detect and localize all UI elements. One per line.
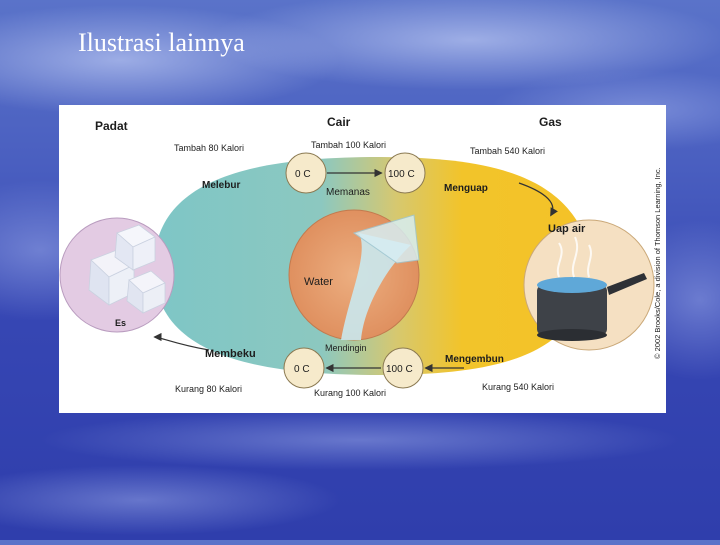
temp-circle-0c-top [285,152,327,194]
label-vapor: Uap air [548,223,586,235]
pot-illustration [537,236,647,341]
process-melt: Melebur [202,180,240,191]
label-add-boil: Tambah 540 Kalori [470,146,545,156]
process-heat: Memanas [326,187,370,198]
temp-100c-bottom: 100 C [386,364,413,375]
label-sub-condense: Kurang 540 Kalori [482,382,554,392]
label-ice: Es [115,318,126,328]
temp-100c-top: 100 C [388,169,415,180]
arc-arrow-top-right [518,182,558,217]
label-sub-cool: Kurang 100 Kalori [314,388,386,398]
copyright-text: © 2002 Brooks/Cole, a division of Thomso… [653,167,662,359]
state-solid: Padat [95,119,128,133]
label-sub-freeze: Kurang 80 Kalori [175,384,242,394]
state-liquid: Cair [327,115,351,129]
arc-arrow-bottom-left [153,332,210,351]
temp-circle-0c-bottom [283,347,325,389]
phase-change-diagram: Padat Cair Gas Tambah 80 Kalori Tambah 1… [59,105,666,413]
label-add-melt: Tambah 80 Kalori [174,143,244,153]
temp-0c-top: 0 C [295,169,311,180]
temp-circle-100c-bottom [382,347,424,389]
process-evaporate: Menguap [444,183,488,194]
process-condense: Mengembun [445,354,504,365]
label-water: Water [304,276,333,288]
process-freeze: Membeku [205,348,256,360]
process-cool: Mendingin [325,343,367,353]
state-gas: Gas [539,115,562,129]
label-add-heat: Tambah 100 Kalori [311,140,386,150]
ice-cubes-illustration [88,224,166,314]
temp-0c-bottom: 0 C [294,364,310,375]
temp-circle-100c-top [384,152,426,194]
glass-shape [352,214,420,264]
slide-title: Ilustrasi lainnya [78,28,245,57]
